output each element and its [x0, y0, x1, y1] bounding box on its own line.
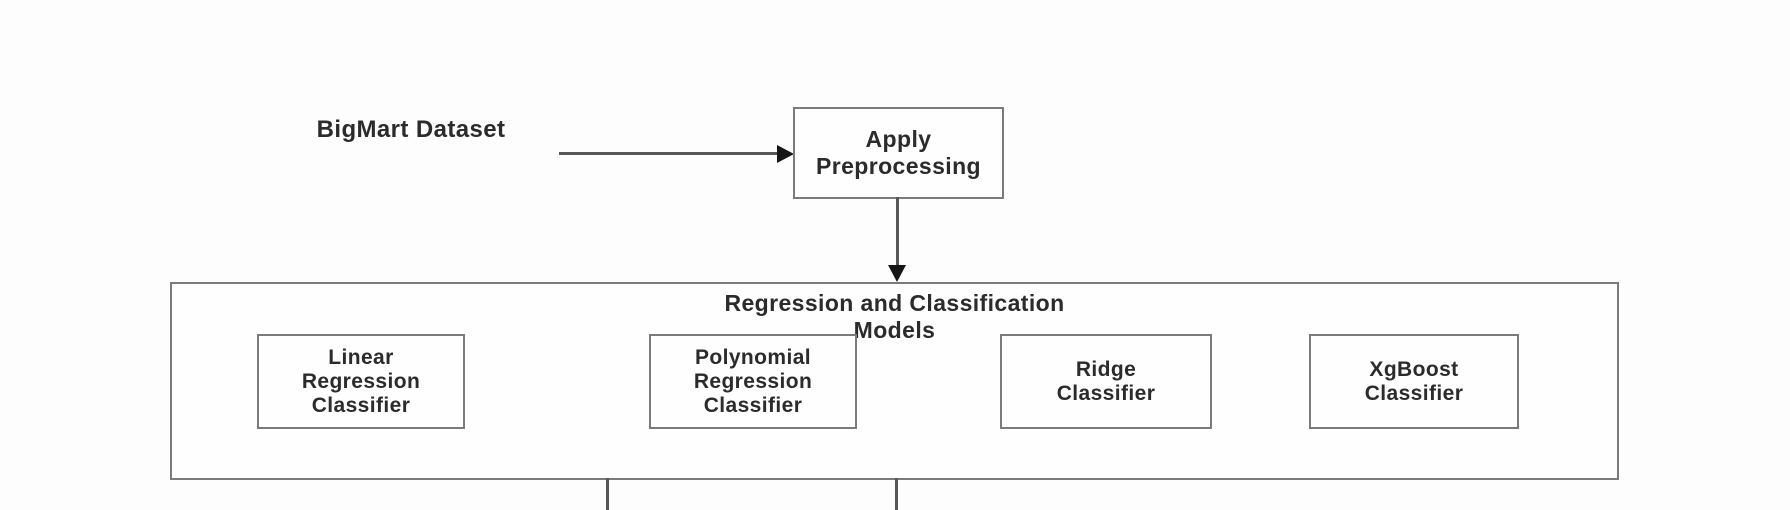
xgboost-classifier-node: XgBoost Classifier [1309, 334, 1519, 429]
xgboost-classifier-label: XgBoost Classifier [1364, 357, 1464, 405]
arrowhead-down-icon [888, 265, 906, 282]
dataset-to-preprocess-connector [559, 152, 781, 155]
polynomial-regression-classifier-node: Polynomial Regression Classifier [649, 334, 857, 429]
ridge-classifier-label: Ridge Classifier [1056, 357, 1156, 405]
preprocess-to-models-connector [896, 197, 899, 267]
models-container-title: Regression and Classification Models [724, 290, 1065, 343]
models-container-node: Regression and Classification Models Lin… [170, 282, 1619, 480]
models-output-connector-left [606, 478, 609, 510]
apply-preprocessing-label: Apply Preprocessing [816, 126, 981, 179]
linear-regression-classifier-node: Linear Regression Classifier [257, 334, 465, 429]
ridge-classifier-node: Ridge Classifier [1000, 334, 1212, 429]
models-output-connector-right [895, 478, 898, 510]
linear-regression-classifier-label: Linear Regression Classifier [301, 345, 421, 417]
arrowhead-right-icon [777, 145, 794, 163]
bigmart-dataset-label: BigMart Dataset [316, 116, 506, 143]
apply-preprocessing-node: Apply Preprocessing [793, 107, 1004, 199]
polynomial-regression-classifier-label: Polynomial Regression Classifier [693, 345, 813, 417]
